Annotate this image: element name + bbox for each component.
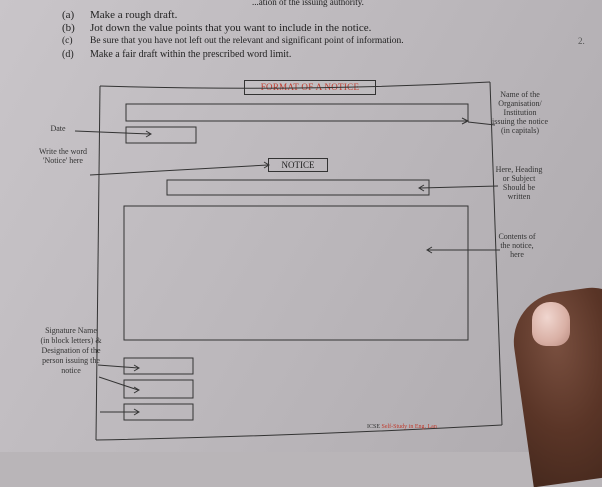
label-heading: Here, Heading or Subject Should be writt… [494,165,544,201]
thumbnail-nail [532,302,570,346]
label-organisation: Name of the Organisation/ Institution is… [492,90,548,135]
format-diagram [0,0,602,452]
footer-text: ICSE Self-Study in Eng. Lan [367,424,437,430]
label-date: Date [40,124,76,133]
textbook-page: ...ation of the issuing authority. (a)Ma… [0,0,602,452]
notice-word-box: NOTICE [268,158,328,172]
label-contents: Contents of the notice, here [494,232,540,259]
label-write-notice: Write the word 'Notice' here [28,147,98,165]
label-signature: Signature Name (in block letters) & Desi… [40,326,102,376]
